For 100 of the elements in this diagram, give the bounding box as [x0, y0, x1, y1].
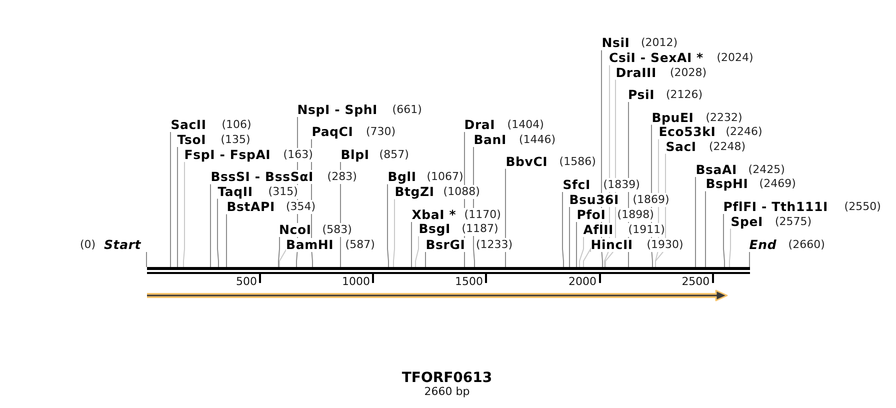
site-position: (1446) — [518, 133, 556, 147]
enzyme-name: BsaAI — [696, 163, 737, 177]
enzyme-name: SacII — [170, 118, 206, 132]
site-position: (2246) — [726, 125, 762, 140]
leader-line — [279, 247, 287, 268]
enzyme-name: Eco53kI — [658, 125, 716, 140]
enzyme-name: BanI — [474, 133, 506, 147]
leader-line — [278, 236, 280, 268]
leader-line — [583, 247, 591, 268]
leader-line — [576, 222, 577, 268]
leader-line — [505, 168, 506, 268]
site-position: (661) — [392, 103, 422, 117]
site-position: (2126) — [666, 88, 703, 102]
enzyme-name: BspHI — [706, 177, 748, 192]
sequence-length: 2660 bp — [424, 385, 470, 399]
site-position: (1067) — [426, 170, 464, 184]
leader-line — [210, 184, 211, 268]
leader-line — [387, 184, 389, 268]
site-position: (2012) — [640, 36, 678, 50]
leader-line — [217, 198, 219, 268]
site-position: (2232) — [706, 110, 742, 125]
enzyme-name: BssSI - BssSαI — [210, 170, 314, 184]
leader-line — [146, 252, 147, 268]
scale-label: 500 — [236, 275, 257, 289]
site-position: (1187) — [462, 222, 498, 236]
leader-line — [183, 162, 185, 268]
sequence-backbone — [146, 267, 750, 274]
enzyme-name: BbvCI — [506, 154, 548, 169]
enzyme-name: BsrGI — [426, 238, 466, 252]
enzyme-name: SfcI — [562, 178, 590, 192]
leader-line — [705, 190, 706, 268]
enzyme-name: SpeI — [730, 214, 763, 229]
enzyme-name: BtgZI — [394, 185, 434, 200]
enzyme-name: TaqII — [218, 184, 253, 199]
site-position: (2028) — [670, 66, 707, 80]
site-position: (1911) — [628, 223, 665, 237]
enzyme-name: PfoI — [576, 208, 606, 222]
site-position: (587) — [345, 238, 375, 252]
site-position: (2024) — [716, 51, 754, 66]
leader-line — [579, 236, 584, 268]
leader-line — [411, 222, 412, 268]
site-position: (730) — [366, 125, 396, 140]
site-position: (163) — [283, 148, 313, 162]
site-position: (2575) — [774, 214, 812, 229]
leader-line — [170, 132, 171, 268]
map-title: TFORF0613 — [402, 370, 492, 386]
site-position: (1869) — [632, 193, 670, 207]
leader-line — [415, 236, 419, 268]
enzyme-name: TsoI — [177, 133, 206, 147]
scale-label: 2500 — [682, 275, 710, 289]
site-position: (283) — [327, 170, 357, 184]
enzyme-name: BlpI — [340, 148, 370, 162]
site-position: (106) — [222, 118, 252, 132]
leader-line — [177, 146, 178, 268]
enzyme-name: AflII — [583, 223, 614, 237]
site-position: (1404) — [507, 118, 544, 132]
enzyme-name: PaqCI — [312, 125, 354, 140]
sequence-end-label: End — [749, 238, 777, 252]
site-position: (1586) — [559, 154, 596, 169]
leader-line — [695, 176, 696, 268]
site-position: (315) — [268, 184, 298, 199]
enzyme-name: DraIII — [616, 66, 656, 80]
leader-line — [729, 228, 731, 268]
site-position: (0) — [80, 238, 96, 252]
enzyme-name: FspI - FspAI — [184, 148, 271, 162]
site-position: (1930) — [646, 238, 684, 252]
enzyme-name: BstAPI — [226, 200, 275, 214]
site-position: (1170) — [464, 208, 501, 222]
leader-line — [723, 213, 725, 268]
site-position: (1233) — [476, 238, 513, 252]
enzyme-name: CsiI - SexAI * — [609, 51, 704, 66]
site-position: (354) — [286, 200, 316, 214]
site-position: (1898) — [617, 208, 654, 222]
site-position: (1088) — [443, 185, 480, 200]
enzyme-name: PflFI - Tth111I — [723, 200, 828, 214]
enzyme-name: Bsu36I — [569, 193, 620, 207]
site-position: (2469) — [759, 177, 796, 192]
enzyme-name: XbaI * — [412, 208, 456, 222]
scale-label: 1000 — [342, 275, 370, 289]
enzyme-name: NcoI — [279, 223, 312, 237]
enzyme-name: BglI — [388, 170, 416, 184]
enzyme-name: NsiI — [602, 36, 630, 50]
enzyme-name: NspI - SphI — [297, 103, 378, 117]
leader-line — [425, 252, 426, 268]
enzyme-name: BamHI — [286, 238, 334, 252]
site-position: (583) — [322, 223, 352, 237]
sequence-end-label: Start — [104, 238, 142, 252]
site-position: (2248) — [708, 140, 746, 154]
enzyme-name: PsiI — [628, 88, 655, 102]
leader-line — [393, 198, 395, 268]
site-position: (1839) — [603, 178, 640, 192]
site-position: (857) — [379, 148, 409, 162]
site-position: (2425) — [748, 163, 785, 177]
leader-line — [569, 206, 570, 268]
enzyme-name: SacI — [666, 140, 696, 154]
site-position: (135) — [220, 133, 250, 147]
leader-line — [749, 252, 750, 268]
site-position: (2660) — [788, 238, 825, 252]
leader-line — [562, 192, 564, 268]
enzyme-name: BpuEI — [652, 110, 694, 125]
